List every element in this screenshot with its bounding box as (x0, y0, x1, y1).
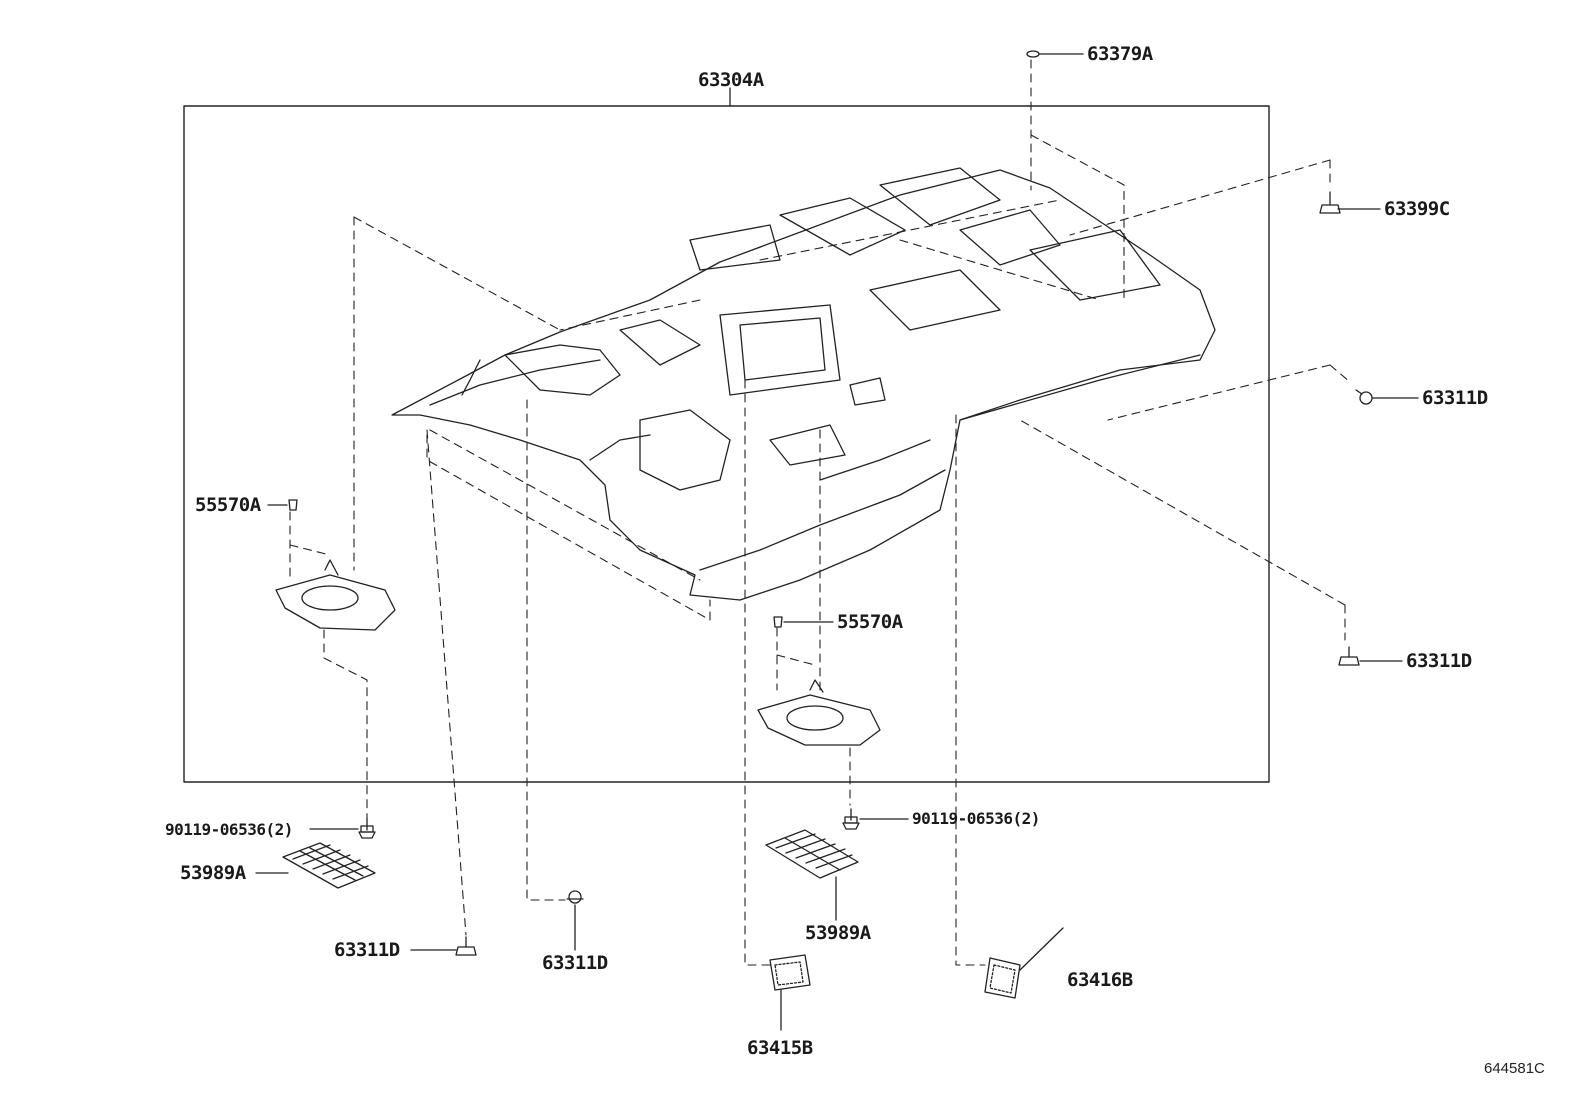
callout-90119-right: 90119-06536(2) (912, 809, 1040, 828)
floor-carpet-assembly (392, 168, 1215, 600)
callout-90119-left: 90119-06536(2) (165, 820, 293, 839)
callout-63311D-bottom-mid: 63311D (542, 952, 608, 974)
cup-holder-left (276, 560, 395, 630)
grille-right (766, 830, 858, 878)
callout-53989A-right: 53989A (805, 922, 871, 944)
cover-63416B (985, 958, 1020, 998)
clip-bottom-left (456, 937, 476, 955)
callout-63416B: 63416B (1067, 969, 1133, 991)
clip-63399C (1320, 192, 1340, 213)
callout-63379A: 63379A (1087, 43, 1153, 65)
callout-63311D-bottom-left: 63311D (334, 939, 400, 961)
clip-55570A-mid (774, 617, 782, 627)
callout-63304A: 63304A (698, 69, 764, 91)
cover-63415B (770, 955, 810, 990)
callout-63311D-right-lower: 63311D (1406, 650, 1472, 672)
screw-left (359, 818, 375, 838)
clip-right-lower (1339, 647, 1359, 665)
clip-bottom-mid (567, 891, 583, 903)
callout-53989A-left: 53989A (180, 862, 246, 884)
callout-55570A-mid: 55570A (837, 611, 903, 633)
callout-63311D-right-upper: 63311D (1422, 387, 1488, 409)
dashed-lines (290, 60, 1350, 965)
diagram-id: 644581C (1484, 1060, 1545, 1077)
assembly-frame (184, 106, 1269, 782)
cup-holder-mid (758, 680, 880, 745)
callout-63415B: 63415B (747, 1037, 813, 1059)
clip-55570A-left (289, 500, 297, 510)
clip-63379A (1027, 51, 1039, 57)
screw-right (843, 809, 859, 829)
clip-right-upper (1356, 390, 1372, 404)
callout-63399C: 63399C (1384, 198, 1450, 220)
callout-55570A-left: 55570A (195, 494, 261, 516)
grille-left (283, 843, 375, 888)
leader-lines (256, 54, 1418, 1030)
